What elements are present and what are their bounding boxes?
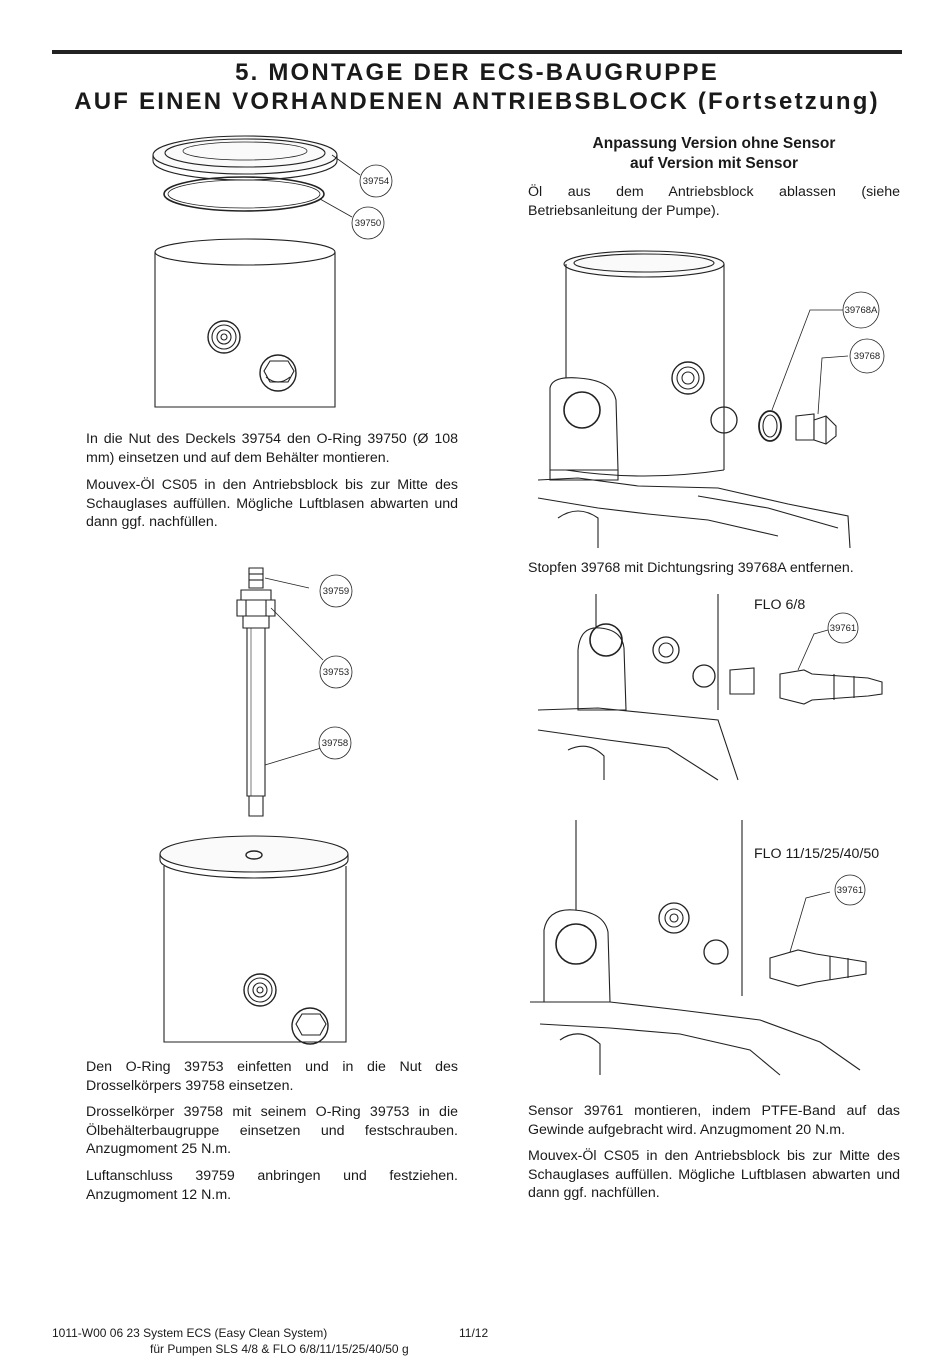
callout-39754: 39754 [363, 176, 389, 187]
callout-39750-circle [352, 207, 384, 239]
throttle-body-39758-drawing [247, 628, 265, 816]
right-paragraph-3: Sensor 39761 montieren, indem PTFE-Band … [528, 1103, 900, 1138]
footer-pump-models: für Pumpen SLS 4/8 & FLO 6/8/11/15/25/40… [150, 1342, 409, 1356]
bracket-drawing-fig5 [544, 910, 610, 1002]
callout-39754-circle [360, 165, 392, 197]
callout-39753: 39753 [323, 667, 349, 678]
sensor-39761-drawing-fig4 [730, 668, 882, 704]
bracket-drawing [550, 378, 618, 480]
page-title-line1: 5. MONTAGE DER ECS-BAUGRUPPE [235, 59, 719, 86]
left-paragraph-1: In die Nut des Deckels 39754 den O-Ring … [86, 431, 458, 466]
lid-39754-drawing [153, 136, 337, 180]
page-title-line2: AUF EINEN VORHANDENEN ANTRIEBSBLOCK (For… [74, 88, 880, 115]
callout-39759: 39759 [323, 586, 349, 597]
cylinder-drawing [564, 251, 724, 476]
pump-body-drawing [538, 478, 850, 548]
callout-group-fig2: 39759 39753 39758 [265, 575, 352, 765]
sight-glass-drawing [672, 362, 704, 394]
drain-hole-drawing [711, 407, 737, 433]
sensor-39761-drawing-fig5 [770, 950, 866, 986]
air-connector-39759-drawing [249, 568, 263, 588]
callout-39768A: 39768A [845, 305, 878, 316]
seal-ring-39768A-drawing [759, 411, 781, 441]
right-subheading-line1: Anpassung Version ohne Sensor [592, 135, 836, 152]
tank-drawing [155, 239, 335, 407]
figure-lid-oring-tank: 39754 39750 [140, 125, 440, 415]
right-paragraph-1: Öl aus dem Antriebsblock ablassen (siehe… [528, 184, 900, 219]
figure-tank-with-cover [150, 828, 365, 1046]
callout-39758: 39758 [322, 738, 348, 749]
left-paragraph-5: Luftanschluss 39759 anbringen und festzi… [86, 1168, 458, 1203]
bracket-drawing-fig4 [578, 624, 626, 710]
callout-39750: 39750 [355, 218, 381, 229]
figure-label-flo-11-50: FLO 11/15/25/40/50 [754, 846, 880, 862]
callout-group-fig1: 39754 39750 [320, 155, 392, 239]
callout-39761-flo-6-8: 39761 [830, 623, 856, 634]
callout-39768: 39768 [854, 351, 880, 362]
footer-page-number: 11/12 [459, 1326, 489, 1340]
figure-drive-block-plug: 39768A 39768 [538, 248, 903, 548]
right-paragraph-2: Stopfen 39768 mit Dichtungsring 39768A e… [528, 560, 854, 576]
right-paragraph-4: Mouvex-Öl CS05 in den Antriebsblock bis … [528, 1148, 900, 1201]
figure-label-flo-6-8: FLO 6/8 [754, 597, 806, 613]
figure-throttle-body: 39759 39753 39758 [215, 560, 375, 825]
figure-sensor-flo-11-50: 39761 [530, 820, 900, 1075]
footer-doc-reference: 1011-W00 06 23 System ECS (Easy Clean Sy… [52, 1326, 328, 1340]
header-rule [52, 50, 902, 54]
callout-group-fig3: 39768A 39768 [772, 292, 884, 414]
figure-sensor-flo-6-8: 39761 [538, 590, 903, 780]
oring-39750-drawing [164, 177, 324, 211]
nut-oring-39753-drawing [237, 590, 275, 628]
plug-39768-drawing [796, 414, 836, 444]
right-subheading-line2: auf Version mit Sensor [630, 155, 798, 172]
left-paragraph-3: Den O-Ring 39753 einfetten und in die Nu… [86, 1059, 458, 1094]
callout-39761-flo-11-50: 39761 [837, 885, 863, 896]
left-paragraph-2: Mouvex-Öl CS05 in den Antriebsblock bis … [86, 477, 458, 530]
left-paragraph-4: Drosselkörper 39758 mit seinem O-Ring 39… [86, 1104, 458, 1157]
